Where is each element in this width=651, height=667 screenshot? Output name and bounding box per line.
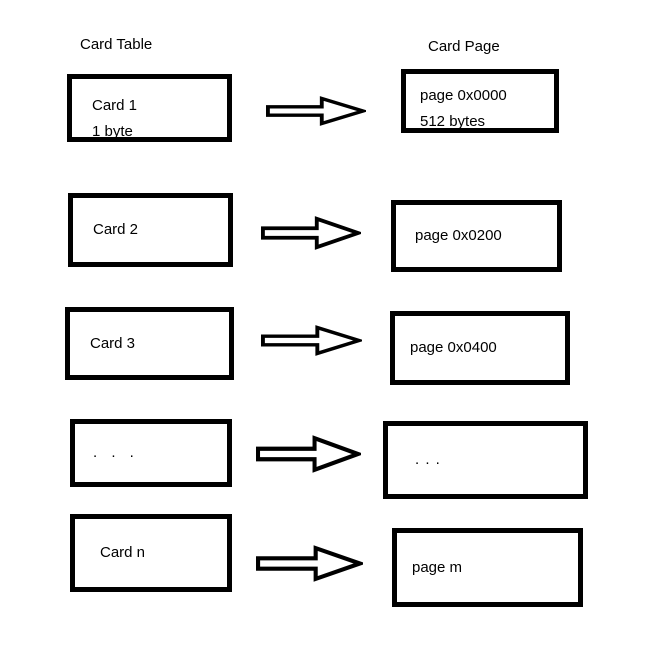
page-label: page 0x0400 bbox=[410, 339, 497, 356]
right-arrow-icon bbox=[261, 216, 361, 250]
card-page-node-m: page m bbox=[392, 528, 583, 607]
left-column-title: Card Table bbox=[80, 36, 153, 53]
right-arrow-icon bbox=[256, 435, 361, 473]
card-sublabel: 1 byte bbox=[92, 123, 133, 140]
right-arrow-icon bbox=[266, 96, 366, 126]
right-arrow-icon bbox=[256, 545, 363, 582]
page-label: page 0x0200 bbox=[415, 227, 502, 244]
card-page-node-1: page 0x0000 512 bytes bbox=[401, 69, 559, 133]
page-label: page m bbox=[412, 558, 463, 576]
right-arrow-icon bbox=[261, 325, 362, 356]
card-table-node-2: Card 2 bbox=[68, 193, 233, 267]
card-label: . . . bbox=[93, 444, 139, 461]
page-label: page 0x0000 bbox=[420, 87, 507, 104]
card-label: Card 1 bbox=[92, 97, 138, 114]
card-table-node-3: Card 3 bbox=[65, 307, 234, 380]
card-label: Card 3 bbox=[90, 334, 136, 352]
card-page-node-3: page 0x0400 bbox=[390, 311, 570, 385]
page-sublabel: 512 bytes bbox=[420, 113, 486, 130]
card-label: Card 2 bbox=[93, 221, 139, 238]
card-page-node-2: page 0x0200 bbox=[391, 200, 562, 272]
right-column-title: Card Page bbox=[428, 38, 500, 55]
card-page-node-ellipsis: . . . bbox=[383, 421, 588, 499]
page-label: . . . bbox=[415, 451, 441, 468]
card-table-node-ellipsis: . . . bbox=[70, 419, 232, 487]
card-table-node-n: Card n bbox=[70, 514, 232, 592]
card-table-node-1: Card 1 1 byte bbox=[67, 74, 232, 142]
card-label: Card n bbox=[100, 544, 146, 561]
